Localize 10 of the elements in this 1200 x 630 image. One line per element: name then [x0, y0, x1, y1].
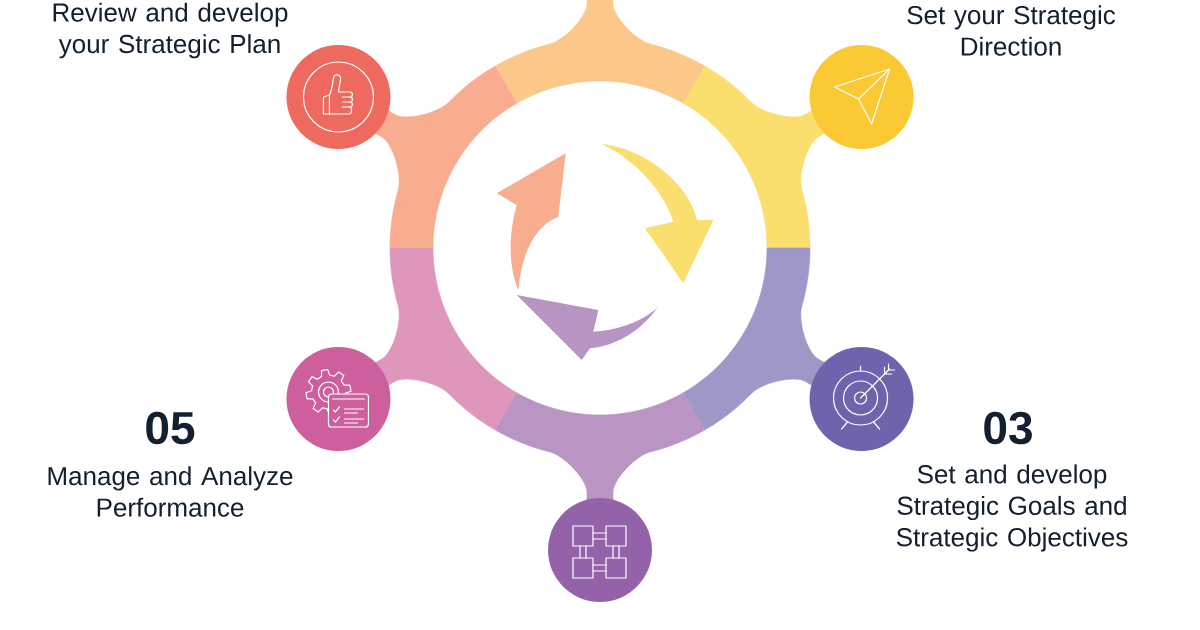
- step-label: Manage and Analyze Performance: [48, 466, 293, 517]
- step-label: Set and develop Strategic Goals and Strategic Objectives: [896, 464, 1128, 552]
- icon-circle: [809, 347, 914, 451]
- step-label: Set your Strategic Direction: [907, 5, 1116, 56]
- icon-circle: [548, 498, 652, 602]
- step-label: Review and develop your Strategic Plan: [53, 2, 288, 59]
- icon-circle: [809, 45, 914, 149]
- icon-circle: [286, 45, 391, 149]
- step-number: 03: [984, 411, 1032, 445]
- step-number: 05: [146, 411, 195, 445]
